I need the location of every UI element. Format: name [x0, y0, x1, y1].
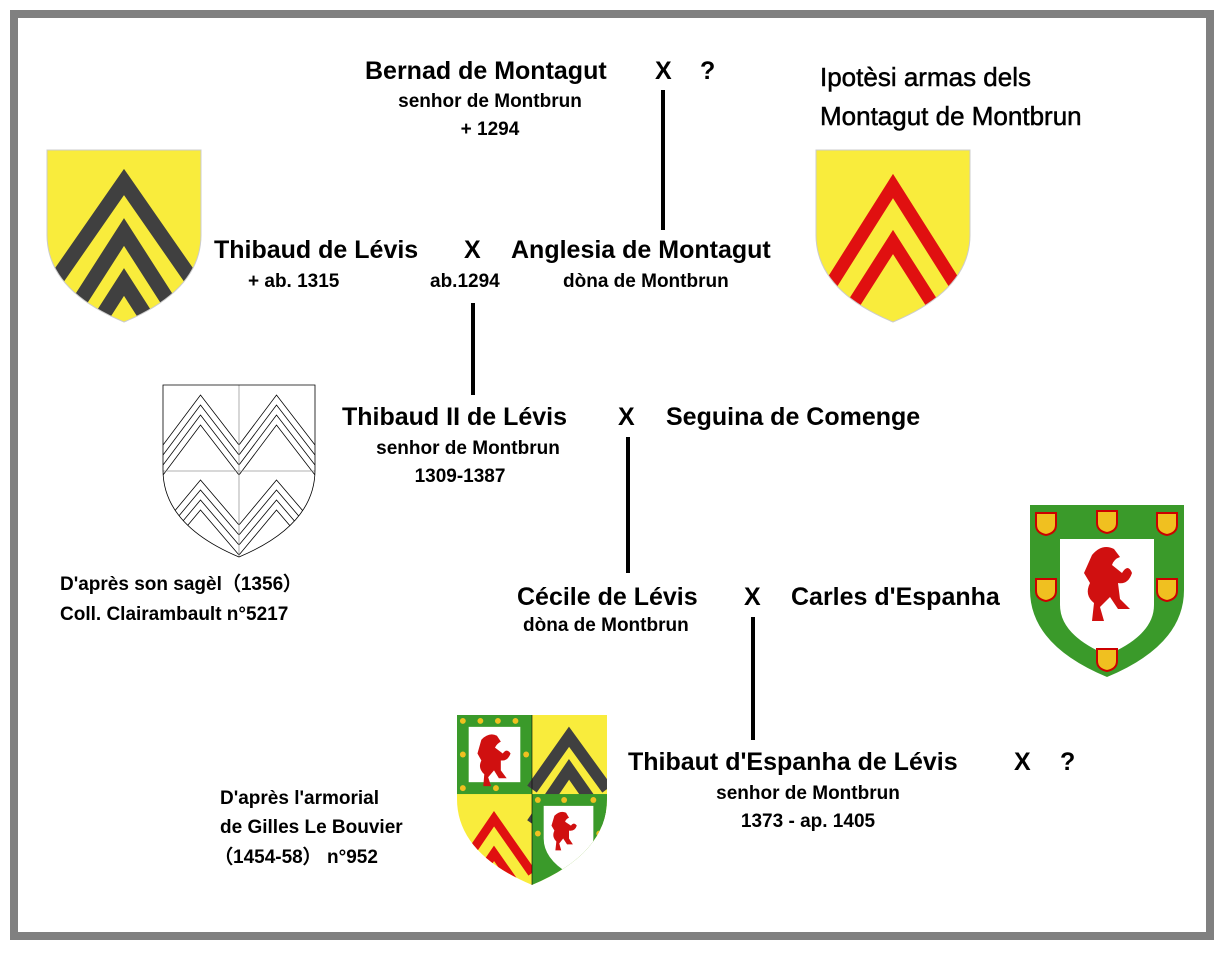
anglesia-title: dòna de Montbrun [563, 271, 729, 292]
marriage-x: X [1014, 748, 1031, 776]
descent-line [626, 437, 630, 573]
seal-note-line2: Coll. Clairambault n°5217 [60, 604, 289, 625]
thibaud-ii-title: senhor de Montbrun [376, 438, 560, 459]
cecile-title: dòna de Montbrun [523, 615, 689, 636]
seal-shield-icon [162, 384, 316, 558]
cecile-name: Cécile de Lévis [517, 583, 698, 611]
thibaut-name: Thibaut d'Espanha de Lévis [628, 748, 958, 776]
levis-shield-icon [46, 149, 202, 323]
armorial-note-line2: de Gilles Le Bouvier [220, 817, 403, 838]
thibaut-title: senhor de Montbrun [716, 783, 900, 804]
thibaud-ii-name: Thibaud II de Lévis [342, 403, 568, 431]
marriage-x: X [744, 583, 761, 611]
carles-name: Carles d'Espanha [791, 583, 1000, 611]
thibaut-dates: 1373 - ap. 1405 [740, 811, 876, 832]
anglesia-name: Anglesia de Montagut [511, 236, 771, 264]
thibaud-name: Thibaud de Lévis [214, 236, 419, 264]
armorial-note-line1: D'après l'armorial [220, 788, 379, 809]
montagut-shield-icon [815, 149, 971, 323]
unknown-spouse: ? [700, 57, 716, 85]
thibaud-death: + ab. 1315 [248, 271, 340, 292]
marriage-x: X [618, 403, 635, 431]
marriage-x: X [655, 57, 672, 85]
descent-line [661, 90, 665, 230]
descent-line [751, 617, 755, 740]
bernad-title: senhor de Montbrun [398, 91, 582, 112]
hypothesis-line2: Montagut de Montbrun [820, 101, 1082, 131]
espanha-shield-icon [1030, 505, 1184, 677]
seguina-name: Seguina de Comenge [666, 403, 921, 431]
quartered-shield-icon [457, 715, 607, 885]
descent-line [471, 303, 475, 395]
bernad-dates: + 1294 [460, 119, 520, 140]
thibaud-ii-dates: 1309-1387 [414, 466, 506, 487]
unknown-spouse: ? [1060, 748, 1076, 776]
seal-note-line1: D'après son sagèl（1356） [60, 574, 303, 595]
marriage-date: ab.1294 [430, 271, 500, 292]
bernad-name: Bernad de Montagut [365, 57, 607, 85]
armorial-note-line3: （1454-58） n°952 [214, 847, 378, 868]
marriage-x: X [464, 236, 481, 264]
hypothesis-line1: Ipotèsi armas dels [820, 62, 1031, 92]
